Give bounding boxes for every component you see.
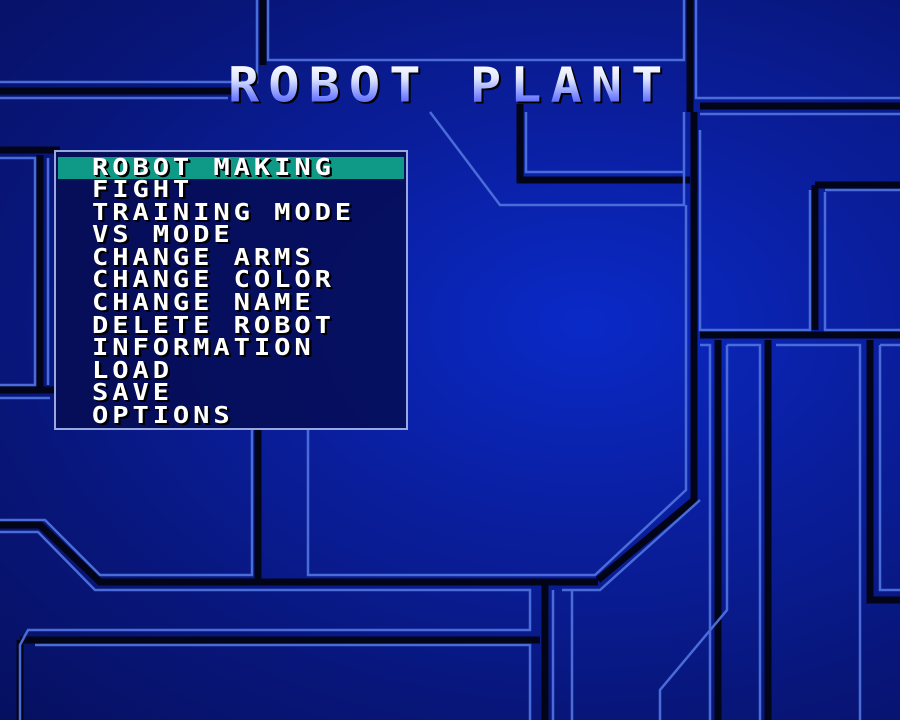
menu-item-delete-robot[interactable]: DELETE ROBOT [58, 312, 404, 339]
menu-item-label: INFORMATION [92, 335, 315, 362]
menu-item-label: LOAD [92, 357, 173, 384]
menu-item-label: SAVE [92, 380, 173, 407]
menu-item-label: OPTIONS [92, 402, 234, 429]
menu-item-label: TRAINING MODE [92, 199, 356, 226]
menu-item-vs-mode[interactable]: VS MODE [58, 222, 404, 249]
menu-item-robot-making[interactable]: ROBOT MAKING [58, 155, 404, 181]
menu-item-label: CHANGE NAME [92, 289, 315, 316]
menu-item-save[interactable]: SAVE [58, 380, 404, 407]
menu-item-training-mode[interactable]: TRAINING MODE [58, 199, 404, 226]
menu-item-label: DELETE ROBOT [92, 312, 335, 339]
menu-item-change-name[interactable]: CHANGE NAME [58, 289, 404, 316]
menu-item-load[interactable]: LOAD [58, 357, 404, 384]
main-menu: ROBOT MAKING FIGHT TRAINING MODE VS MODE… [54, 150, 408, 430]
menu-item-label: CHANGE COLOR [92, 267, 335, 294]
menu-item-change-arms[interactable]: CHANGE ARMS [58, 244, 404, 271]
menu-item-label: CHANGE ARMS [92, 244, 315, 271]
menu-item-options[interactable]: OPTIONS [58, 402, 404, 429]
menu-item-label: ROBOT MAKING [92, 155, 335, 181]
menu-item-label: FIGHT [92, 177, 194, 203]
menu-item-information[interactable]: INFORMATION [58, 335, 404, 362]
menu-item-fight[interactable]: FIGHT [58, 177, 404, 203]
menu-item-label: VS MODE [92, 222, 234, 249]
menu-item-change-color[interactable]: CHANGE COLOR [58, 267, 404, 294]
game-title: ROBOT PLANT [228, 62, 718, 110]
